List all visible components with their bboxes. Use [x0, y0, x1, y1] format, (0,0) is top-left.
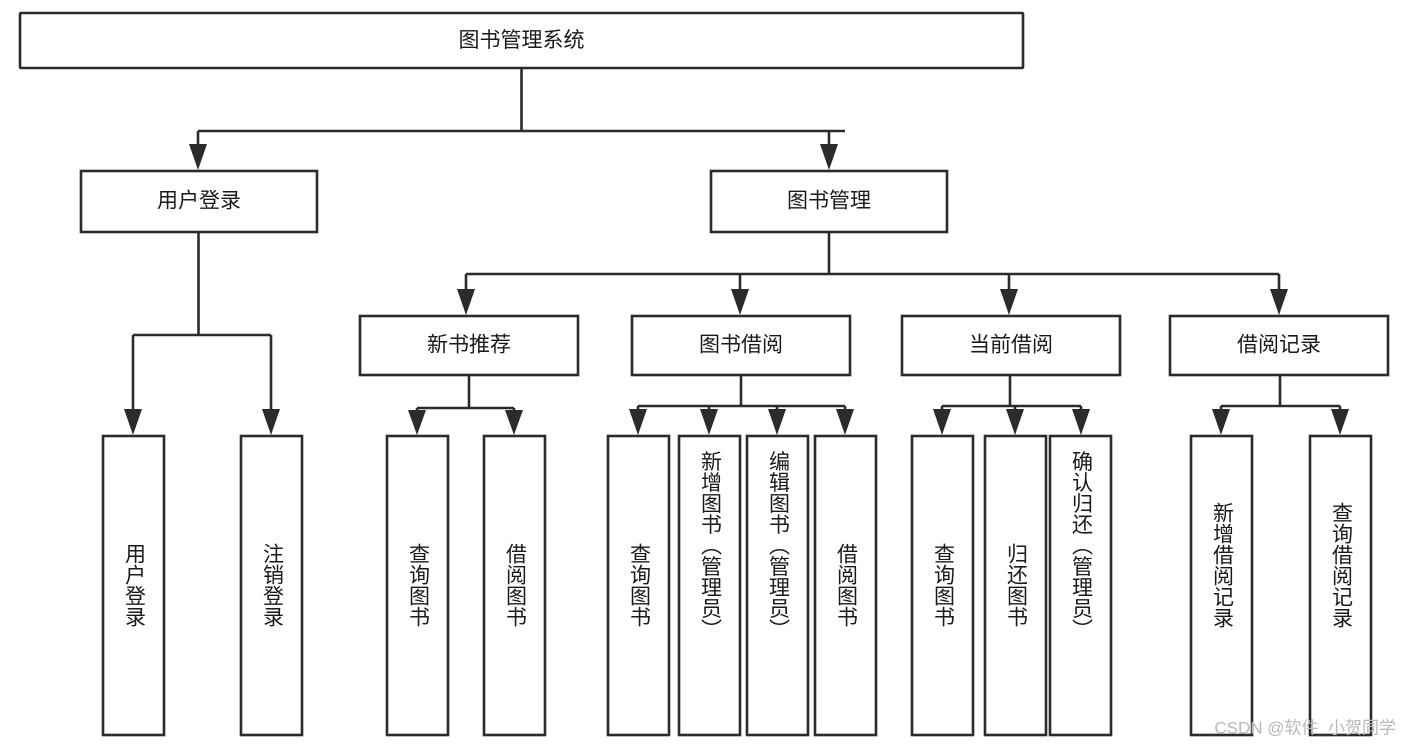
arrow-head-user-login [189, 144, 207, 170]
node-leaf-query-book-3-box[interactable] [910, 434, 975, 737]
node-book-management-box[interactable] [709, 169, 949, 234]
node-leaf-query-book-3[interactable]: 查询图书 [910, 434, 975, 737]
arrow-head-leaf-return-book [1006, 409, 1024, 435]
node-book-borrow-label: 图书借阅 [699, 334, 783, 357]
node-leaf-add-book-label: 新增图书（管理员） [698, 451, 722, 640]
node-current-borrow-box[interactable] [900, 314, 1122, 377]
watermark-label: CSDN @软件_小贺同学 [1214, 718, 1396, 737]
node-borrow-record-label: 借阅记录 [1237, 334, 1321, 357]
node-leaf-user-logout-box[interactable] [239, 434, 304, 737]
node-leaf-query-borrow-record-box[interactable] [1308, 434, 1373, 737]
arrow-head-leaf-query-book-1 [408, 410, 426, 435]
node-leaf-query-borrow-record[interactable]: 查询借阅记录 [1308, 434, 1373, 737]
node-leaf-borrow-book-2-label: 借阅图书 [834, 543, 858, 627]
node-new-book-recommend[interactable]: 新书推荐 [358, 314, 580, 377]
node-borrow-record-box[interactable] [1168, 314, 1390, 377]
node-book-borrow[interactable]: 图书借阅 [630, 314, 852, 377]
arrow-head-leaf-user-login [124, 409, 142, 435]
arrow-head-borrow-record [1270, 289, 1288, 315]
node-new-book-recommend-box[interactable] [358, 314, 580, 377]
node-leaf-confirm-return[interactable]: 确认归还（管理员） [1048, 434, 1113, 737]
node-leaf-query-book-2-box[interactable] [606, 434, 671, 737]
arrow-head-leaf-add-book [700, 409, 718, 435]
node-leaf-query-book-2-label: 查询图书 [627, 543, 651, 627]
arrow-head-book-borrow [731, 289, 749, 315]
node-leaf-user-login[interactable]: 用户登录 [101, 434, 166, 737]
node-borrow-record[interactable]: 借阅记录 [1168, 314, 1390, 377]
node-leaf-add-borrow-record-box[interactable] [1189, 434, 1254, 737]
node-root-label: 图书管理系统 [459, 29, 585, 52]
arrow-head-leaf-borrow-book-1 [505, 410, 523, 435]
node-leaf-borrow-book-1[interactable]: 借阅图书 [482, 434, 547, 737]
arrow-head-new-book-recommend [457, 289, 475, 315]
arrow-head-leaf-query-borrow-record [1331, 409, 1349, 435]
node-leaf-add-book-box[interactable] [677, 434, 742, 737]
arrow-head-leaf-edit-book [768, 409, 786, 435]
node-leaf-return-book-label: 归还图书 [1004, 543, 1028, 627]
node-leaf-query-book-1[interactable]: 查询图书 [385, 434, 450, 737]
node-root[interactable]: 图书管理系统 [18, 11, 1025, 70]
node-leaf-user-login-box[interactable] [101, 434, 166, 737]
node-leaf-add-borrow-record[interactable]: 新增借阅记录 [1189, 434, 1254, 737]
node-leaf-borrow-book-1-label: 借阅图书 [503, 543, 527, 627]
node-leaf-return-book-box[interactable] [983, 434, 1048, 737]
node-user-login[interactable]: 用户登录 [79, 169, 319, 234]
arrow-head-leaf-user-logout [262, 409, 280, 435]
node-leaf-borrow-book-2[interactable]: 借阅图书 [813, 434, 878, 737]
connector-layer [124, 68, 1349, 435]
node-leaf-confirm-return-box[interactable] [1048, 434, 1113, 737]
arrow-head-leaf-query-book-3 [933, 409, 951, 435]
node-current-borrow-label: 当前借阅 [969, 334, 1053, 357]
node-leaf-borrow-book-1-box[interactable] [482, 434, 547, 737]
node-user-login-label: 用户登录 [157, 190, 241, 213]
node-leaf-confirm-return-label: 确认归还（管理员） [1069, 451, 1093, 640]
node-leaf-add-borrow-record-label: 新增借阅记录 [1210, 502, 1234, 628]
node-current-borrow[interactable]: 当前借阅 [900, 314, 1122, 377]
node-leaf-borrow-book-2-box[interactable] [813, 434, 878, 737]
node-leaf-user-logout-label: 注销登录 [260, 543, 284, 627]
node-book-management-label: 图书管理 [787, 190, 871, 213]
arrow-head-leaf-query-book-2 [629, 409, 647, 435]
node-leaf-query-book-2[interactable]: 查询图书 [606, 434, 671, 737]
arrow-head-leaf-add-borrow-record [1212, 409, 1230, 435]
arrow-head-leaf-borrow-book-2 [836, 409, 854, 435]
node-user-login-box[interactable] [79, 169, 319, 234]
node-leaf-user-logout[interactable]: 注销登录 [239, 434, 304, 737]
arrow-head-leaf-confirm-return [1072, 409, 1090, 435]
arrow-head-current-borrow [1000, 289, 1018, 315]
node-book-borrow-box[interactable] [630, 314, 852, 377]
node-leaf-edit-book-box[interactable] [745, 434, 810, 737]
node-new-book-recommend-label: 新书推荐 [427, 334, 511, 357]
node-leaf-query-book-1-label: 查询图书 [406, 543, 430, 627]
node-leaf-query-book-1-box[interactable] [385, 434, 450, 737]
node-leaf-edit-book[interactable]: 编辑图书（管理员） [745, 434, 810, 737]
node-root-box[interactable] [18, 11, 1025, 70]
node-book-management[interactable]: 图书管理 [709, 169, 949, 234]
node-leaf-edit-book-label: 编辑图书（管理员） [766, 451, 790, 640]
node-leaf-query-borrow-record-label: 查询借阅记录 [1329, 502, 1353, 628]
node-leaf-add-book[interactable]: 新增图书（管理员） [677, 434, 742, 737]
arrow-head-book-management [820, 144, 838, 170]
node-leaf-query-book-3-label: 查询图书 [931, 543, 955, 627]
node-leaf-user-login-label: 用户登录 [122, 543, 146, 627]
node-leaf-return-book[interactable]: 归还图书 [983, 434, 1048, 737]
